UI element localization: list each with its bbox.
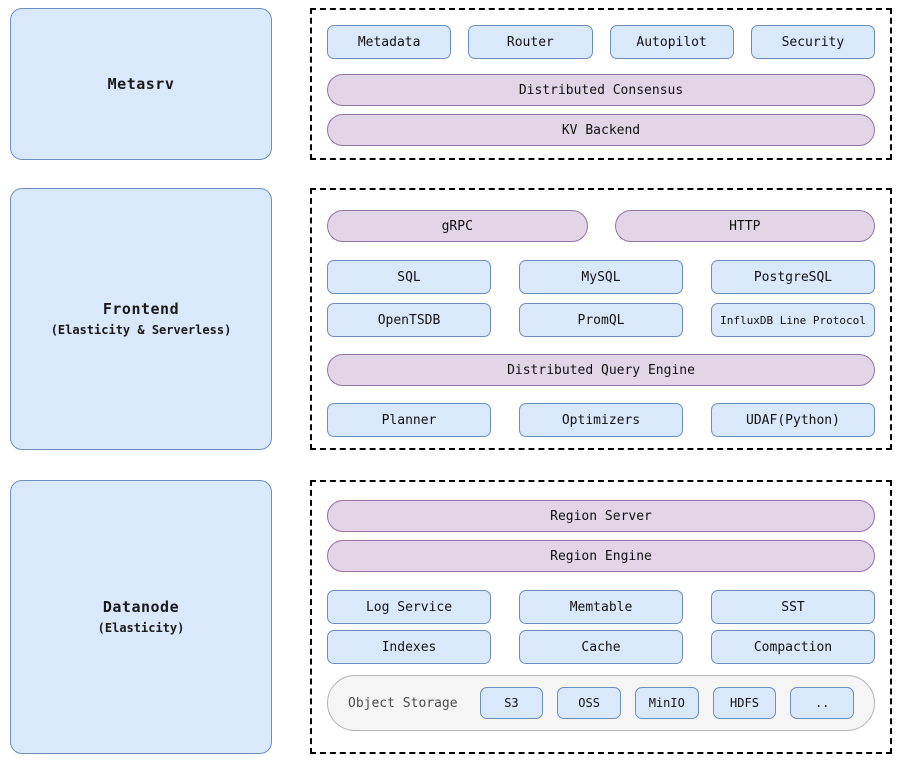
group-frontend-inner: gRPC HTTP SQL MySQL PostgreSQL OpenTSDB … [327, 190, 875, 448]
node-oss[interactable]: OSS [557, 687, 621, 719]
node-mysql[interactable]: MySQL [519, 260, 683, 294]
node-more[interactable]: .. [790, 687, 855, 719]
metasrv-components-row: Metadata Router Autopilot Security [327, 25, 875, 59]
group-metasrv: Metadata Router Autopilot Security Distr… [310, 8, 892, 160]
node-distributed-query-engine[interactable]: Distributed Query Engine [327, 354, 875, 386]
node-sst[interactable]: SST [711, 590, 875, 624]
metasrv-kv-row: KV Backend [327, 114, 875, 146]
role-panel-frontend: Frontend (Elasticity & Serverless) [10, 188, 272, 450]
node-region-server[interactable]: Region Server [327, 500, 875, 532]
role-subtitle-datanode: (Elasticity) [97, 620, 185, 635]
node-compaction[interactable]: Compaction [711, 630, 875, 664]
group-datanode: Region Server Region Engine Log Service … [310, 480, 892, 754]
frontend-protocols-row: gRPC HTTP [327, 210, 875, 242]
node-cache[interactable]: Cache [519, 630, 683, 664]
node-udaf-python[interactable]: UDAF(Python) [711, 403, 875, 437]
datanode-storage-row-1: Log Service Memtable SST [327, 590, 875, 624]
datanode-region-server-row: Region Server [327, 500, 875, 532]
role-title-frontend: Frontend [102, 300, 180, 319]
group-frontend: gRPC HTTP SQL MySQL PostgreSQL OpenTSDB … [310, 188, 892, 450]
node-influxdb-line-protocol[interactable]: InfluxDB Line Protocol [711, 303, 875, 337]
role-panel-metasrv: Metasrv [10, 8, 272, 160]
group-datanode-inner: Region Server Region Engine Log Service … [327, 482, 875, 752]
datanode-storage-row-2: Indexes Cache Compaction [327, 630, 875, 664]
role-title-metasrv: Metasrv [107, 74, 175, 93]
node-planner[interactable]: Planner [327, 403, 491, 437]
role-panel-datanode: Datanode (Elasticity) [10, 480, 272, 754]
node-sql[interactable]: SQL [327, 260, 491, 294]
group-metasrv-inner: Metadata Router Autopilot Security Distr… [327, 10, 875, 158]
object-storage-container: Object Storage S3 OSS MinIO HDFS .. [327, 675, 875, 731]
node-http[interactable]: HTTP [614, 210, 875, 242]
node-metadata[interactable]: Metadata [327, 25, 452, 59]
node-distributed-consensus[interactable]: Distributed Consensus [327, 74, 875, 106]
frontend-query-engine-row: Distributed Query Engine [327, 354, 875, 386]
node-log-service[interactable]: Log Service [327, 590, 491, 624]
node-s3[interactable]: S3 [479, 687, 544, 719]
node-grpc[interactable]: gRPC [327, 210, 588, 242]
node-promql[interactable]: PromQL [519, 303, 683, 337]
role-title-datanode: Datanode [102, 598, 180, 617]
node-router[interactable]: Router [468, 25, 593, 59]
frontend-languages-row-2: OpenTSDB PromQL InfluxDB Line Protocol [327, 303, 875, 337]
node-security[interactable]: Security [750, 25, 875, 59]
node-kv-backend[interactable]: KV Backend [327, 114, 875, 146]
node-postgresql[interactable]: PostgreSQL [711, 260, 875, 294]
frontend-languages-row-1: SQL MySQL PostgreSQL [327, 260, 875, 294]
datanode-region-engine-row: Region Engine [327, 540, 875, 572]
node-region-engine[interactable]: Region Engine [327, 540, 875, 572]
node-indexes[interactable]: Indexes [327, 630, 491, 664]
role-subtitle-frontend: (Elasticity & Serverless) [50, 322, 232, 337]
node-memtable[interactable]: Memtable [519, 590, 683, 624]
node-autopilot[interactable]: Autopilot [609, 25, 734, 59]
frontend-engine-parts-row: Planner Optimizers UDAF(Python) [327, 403, 875, 437]
node-hdfs[interactable]: HDFS [712, 687, 777, 719]
metasrv-consensus-row: Distributed Consensus [327, 74, 875, 106]
object-storage-label: Object Storage [348, 695, 458, 711]
node-opentsdb[interactable]: OpenTSDB [327, 303, 491, 337]
node-minio[interactable]: MinIO [634, 687, 699, 719]
node-optimizers[interactable]: Optimizers [519, 403, 683, 437]
